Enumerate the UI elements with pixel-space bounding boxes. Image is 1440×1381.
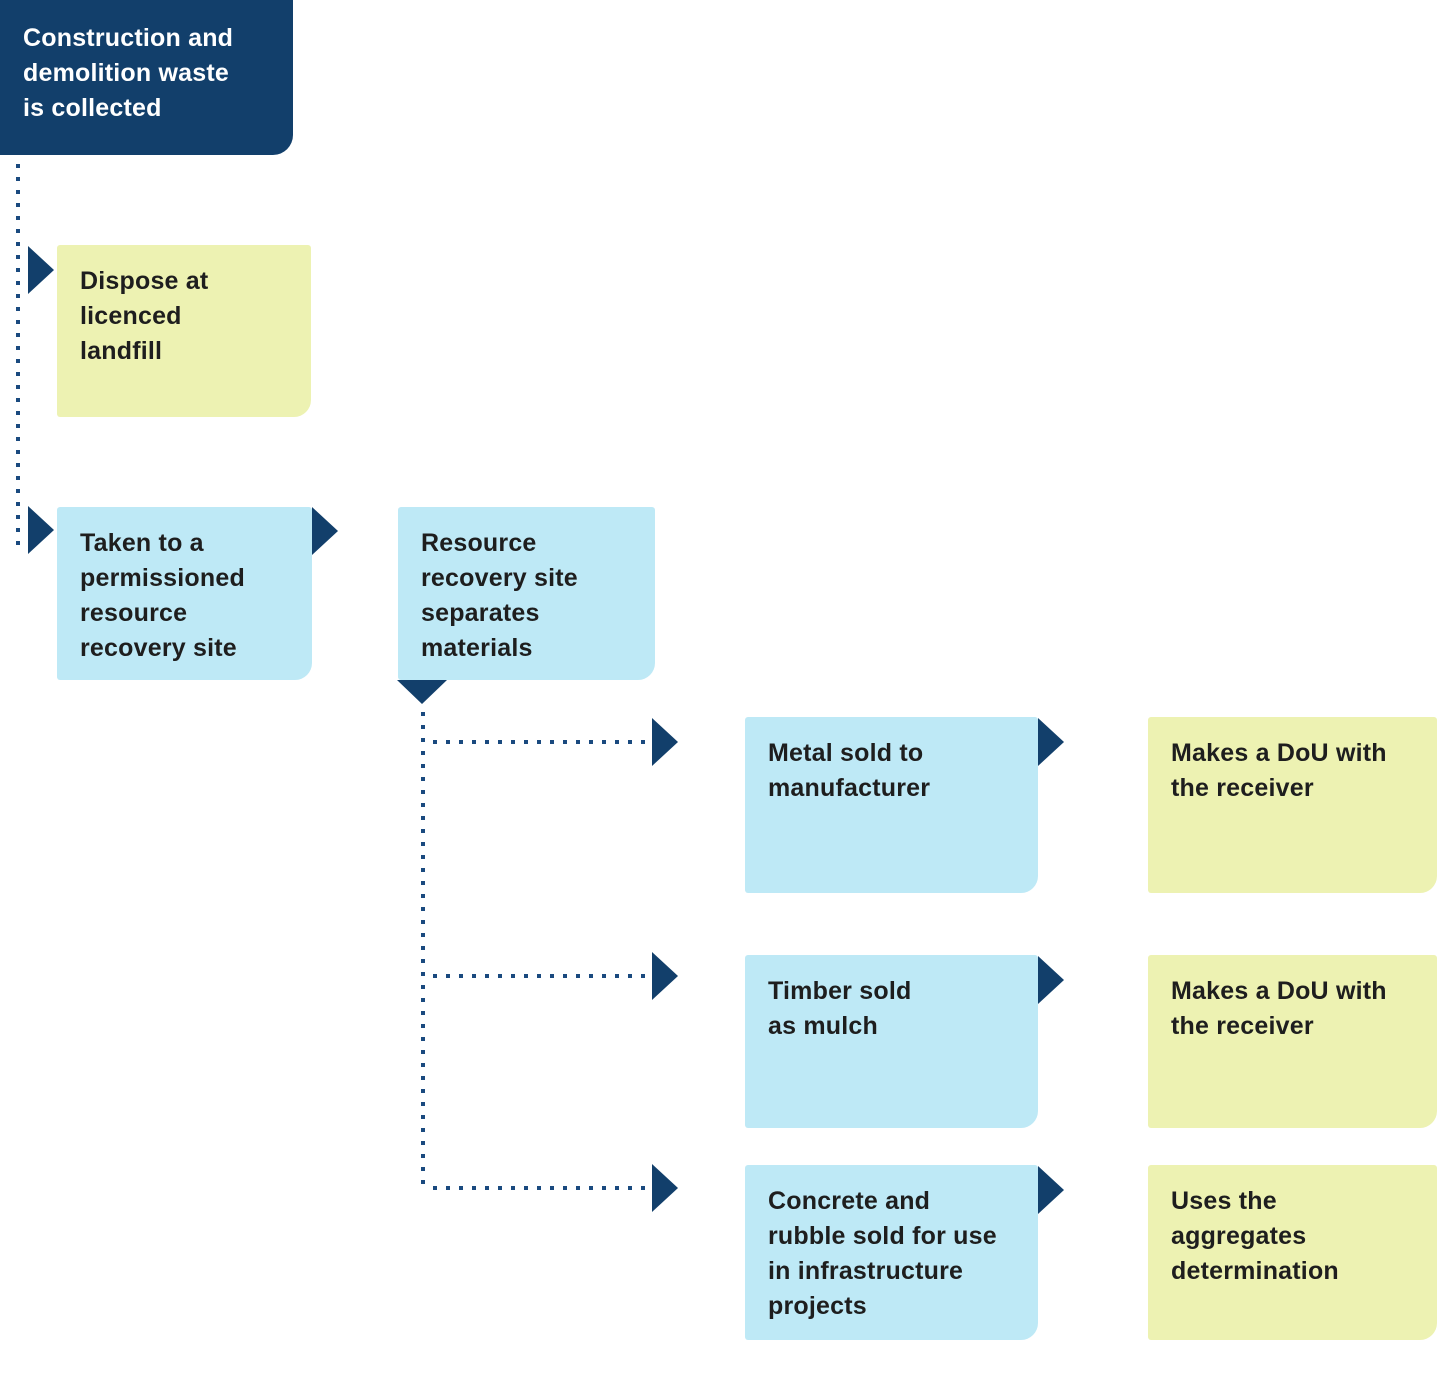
connector-metal-horizontal [433, 740, 651, 744]
connector-timber-horizontal [433, 974, 651, 978]
arrow-right-icon [28, 506, 54, 554]
arrow-right-icon [1038, 956, 1064, 1004]
arrow-right-icon [1038, 1166, 1064, 1214]
node-dou-metal: Makes a DoU with the receiver [1148, 717, 1437, 893]
connector-separate-vertical [421, 712, 425, 1190]
connector-start-vertical [16, 164, 20, 554]
arrow-right-icon [652, 718, 678, 766]
arrow-right-icon [28, 246, 54, 294]
arrow-down-icon [397, 680, 447, 704]
node-timber-sold: Timber sold as mulch [745, 955, 1038, 1128]
node-dou-timber: Makes a DoU with the receiver [1148, 955, 1437, 1128]
node-aggregates-determination: Uses the aggregates determination [1148, 1165, 1437, 1340]
arrow-right-icon [312, 507, 338, 555]
arrow-right-icon [652, 1164, 678, 1212]
arrow-right-icon [1038, 718, 1064, 766]
node-concrete-sold: Concrete and rubble sold for use in infr… [745, 1165, 1038, 1340]
connector-concrete-horizontal [433, 1186, 651, 1190]
node-taken-recovery-site: Taken to a permissioned resource recover… [57, 507, 312, 680]
node-dispose-landfill: Dispose at licenced landfill [57, 245, 311, 417]
arrow-right-icon [652, 952, 678, 1000]
node-metal-sold: Metal sold to manufacturer [745, 717, 1038, 893]
node-separates-materials: Resource recovery site separates materia… [398, 507, 655, 680]
node-waste-collected: Construction and demolition waste is col… [0, 0, 293, 155]
